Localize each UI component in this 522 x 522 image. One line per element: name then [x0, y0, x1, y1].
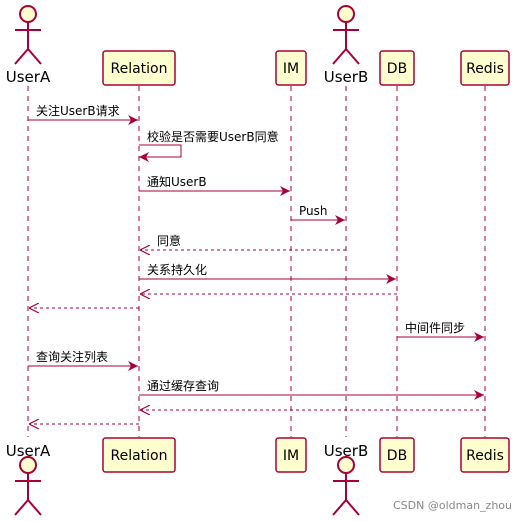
participant-box — [379, 437, 415, 473]
actor-leg-right-icon — [345, 48, 360, 65]
participant-relation-bottom: Relation — [102, 437, 176, 473]
participant-db-bottom: DB — [379, 437, 415, 473]
participant-label-db: DB — [387, 448, 407, 464]
actor-label-userb: UserB — [324, 68, 368, 86]
message-label: Push — [299, 204, 328, 218]
actor-head-icon — [19, 5, 37, 23]
actor-head-icon — [337, 5, 355, 23]
participants-bottom: UserA Relation IM UserB DB Redis — [6, 437, 510, 516]
participant-im-top: IM — [275, 50, 307, 86]
participant-box — [460, 50, 510, 86]
message-label: 同意 — [157, 233, 181, 248]
participant-im-bottom: IM — [275, 437, 307, 473]
message-label: 关系持久化 — [147, 262, 207, 277]
participant-label-redis: Redis — [466, 448, 504, 464]
actor-userb-top: UserB — [324, 5, 368, 86]
lifelines — [27, 86, 486, 437]
actor-leg-left-icon — [14, 48, 29, 65]
participant-label-relation: Relation — [111, 448, 168, 464]
actor-label-usera: UserA — [6, 68, 51, 86]
participant-db-top: DB — [379, 50, 415, 86]
actor-leg-left-icon — [332, 499, 347, 516]
message-label: 校验是否需要UserB同意 — [147, 129, 279, 144]
watermark: CSDN @oldman_zhou — [393, 499, 512, 512]
actor-usera-bottom: UserA — [6, 442, 51, 516]
message-10: 查询关注列表 — [28, 349, 138, 371]
message-label: 通知UserB — [147, 175, 207, 189]
participant-box — [460, 437, 510, 473]
participant-box — [275, 437, 307, 473]
message-label: 关注UserB请求 — [36, 103, 120, 118]
participants-top: UserA Relation IM UserB DB Redis — [6, 5, 510, 86]
actor-leg-left-icon — [332, 48, 347, 65]
message-label: 通过缓存查询 — [147, 379, 219, 393]
message-3: 通知UserB — [139, 175, 290, 196]
participant-relation-top: Relation — [102, 50, 176, 86]
message-9: 中间件同步 — [397, 320, 484, 342]
message-1: 关注UserB请求 — [28, 103, 138, 125]
actor-label-userb: UserB — [324, 442, 368, 460]
message-label: 查询关注列表 — [36, 349, 108, 364]
actor-head-icon — [19, 456, 37, 474]
actor-head-icon — [337, 456, 355, 474]
participant-box — [275, 50, 307, 86]
message-arrow — [139, 144, 182, 162]
participant-label-im: IM — [283, 61, 299, 77]
participant-label-im: IM — [283, 448, 299, 464]
actor-leg-right-icon — [345, 499, 360, 516]
participant-redis-bottom: Redis — [460, 437, 510, 473]
participant-box — [102, 50, 176, 86]
actor-leg-left-icon — [14, 499, 29, 516]
participant-box — [102, 437, 176, 473]
participant-box — [379, 50, 415, 86]
actor-leg-right-icon — [27, 499, 42, 516]
participant-label-relation: Relation — [111, 61, 168, 77]
message-5: 同意 — [140, 233, 346, 250]
message-2: 校验是否需要UserB同意 — [139, 129, 279, 162]
message-6: 关系持久化 — [139, 262, 396, 284]
message-11: 通过缓存查询 — [139, 379, 484, 400]
actor-userb-bottom: UserB — [324, 442, 368, 516]
actor-usera-top: UserA — [6, 5, 51, 86]
message-label: 中间件同步 — [405, 320, 465, 335]
participant-redis-top: Redis — [460, 50, 510, 86]
actor-label-usera: UserA — [6, 442, 51, 460]
message-4: Push — [291, 204, 345, 225]
participant-label-db: DB — [387, 61, 407, 77]
participant-label-redis: Redis — [466, 61, 504, 77]
actor-leg-right-icon — [27, 48, 42, 65]
